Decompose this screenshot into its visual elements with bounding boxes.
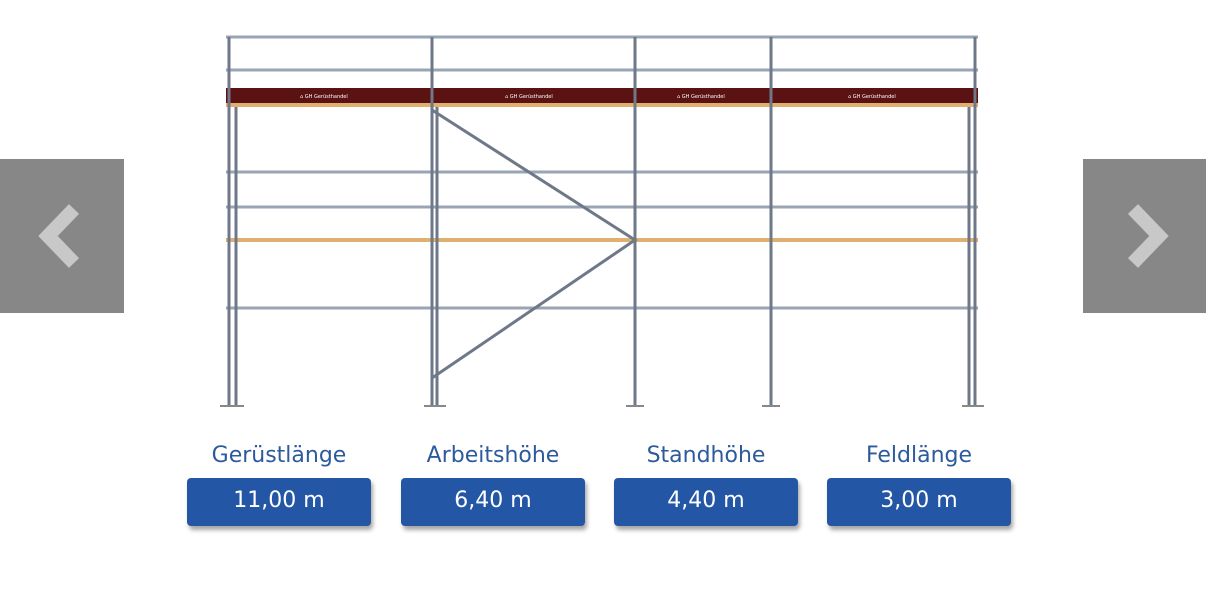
- stat-value-button[interactable]: 6,40 m: [401, 478, 585, 526]
- svg-text:⌂ GH Gerüsthandel: ⌂ GH Gerüsthandel: [300, 94, 348, 100]
- stat-label: Arbeitshöhe: [426, 443, 560, 468]
- chevron-left-icon: [38, 204, 80, 268]
- svg-text:⌂ GH Gerüsthandel: ⌂ GH Gerüsthandel: [848, 94, 896, 100]
- stat-working-height: Arbeitshöhe 6,40 m: [401, 440, 585, 526]
- stat-standing-height: Standhöhe 4,40 m: [614, 440, 798, 526]
- stat-label: Gerüstlänge: [211, 443, 347, 468]
- chevron-right-icon: [1127, 204, 1169, 268]
- stat-bay-length: Feldlänge 3,00 m: [827, 440, 1011, 526]
- svg-text:⌂ GH Gerüsthandel: ⌂ GH Gerüsthandel: [505, 94, 553, 100]
- stat-value-button[interactable]: 11,00 m: [187, 478, 371, 526]
- previous-button[interactable]: [0, 159, 124, 313]
- next-button[interactable]: [1083, 159, 1206, 313]
- stat-value-button[interactable]: 4,40 m: [614, 478, 798, 526]
- stat-value-button[interactable]: 3,00 m: [827, 478, 1011, 526]
- svg-text:⌂ GH Gerüsthandel: ⌂ GH Gerüsthandel: [677, 94, 725, 100]
- stat-label: Standhöhe: [646, 443, 766, 468]
- scaffold-illustration: ⌂ GH Gerüsthandel ⌂ GH Gerüsthandel ⌂ GH …: [220, 35, 984, 407]
- stat-scaffold-length: Gerüstlänge 11,00 m: [187, 440, 371, 526]
- stat-label: Feldlänge: [865, 443, 973, 468]
